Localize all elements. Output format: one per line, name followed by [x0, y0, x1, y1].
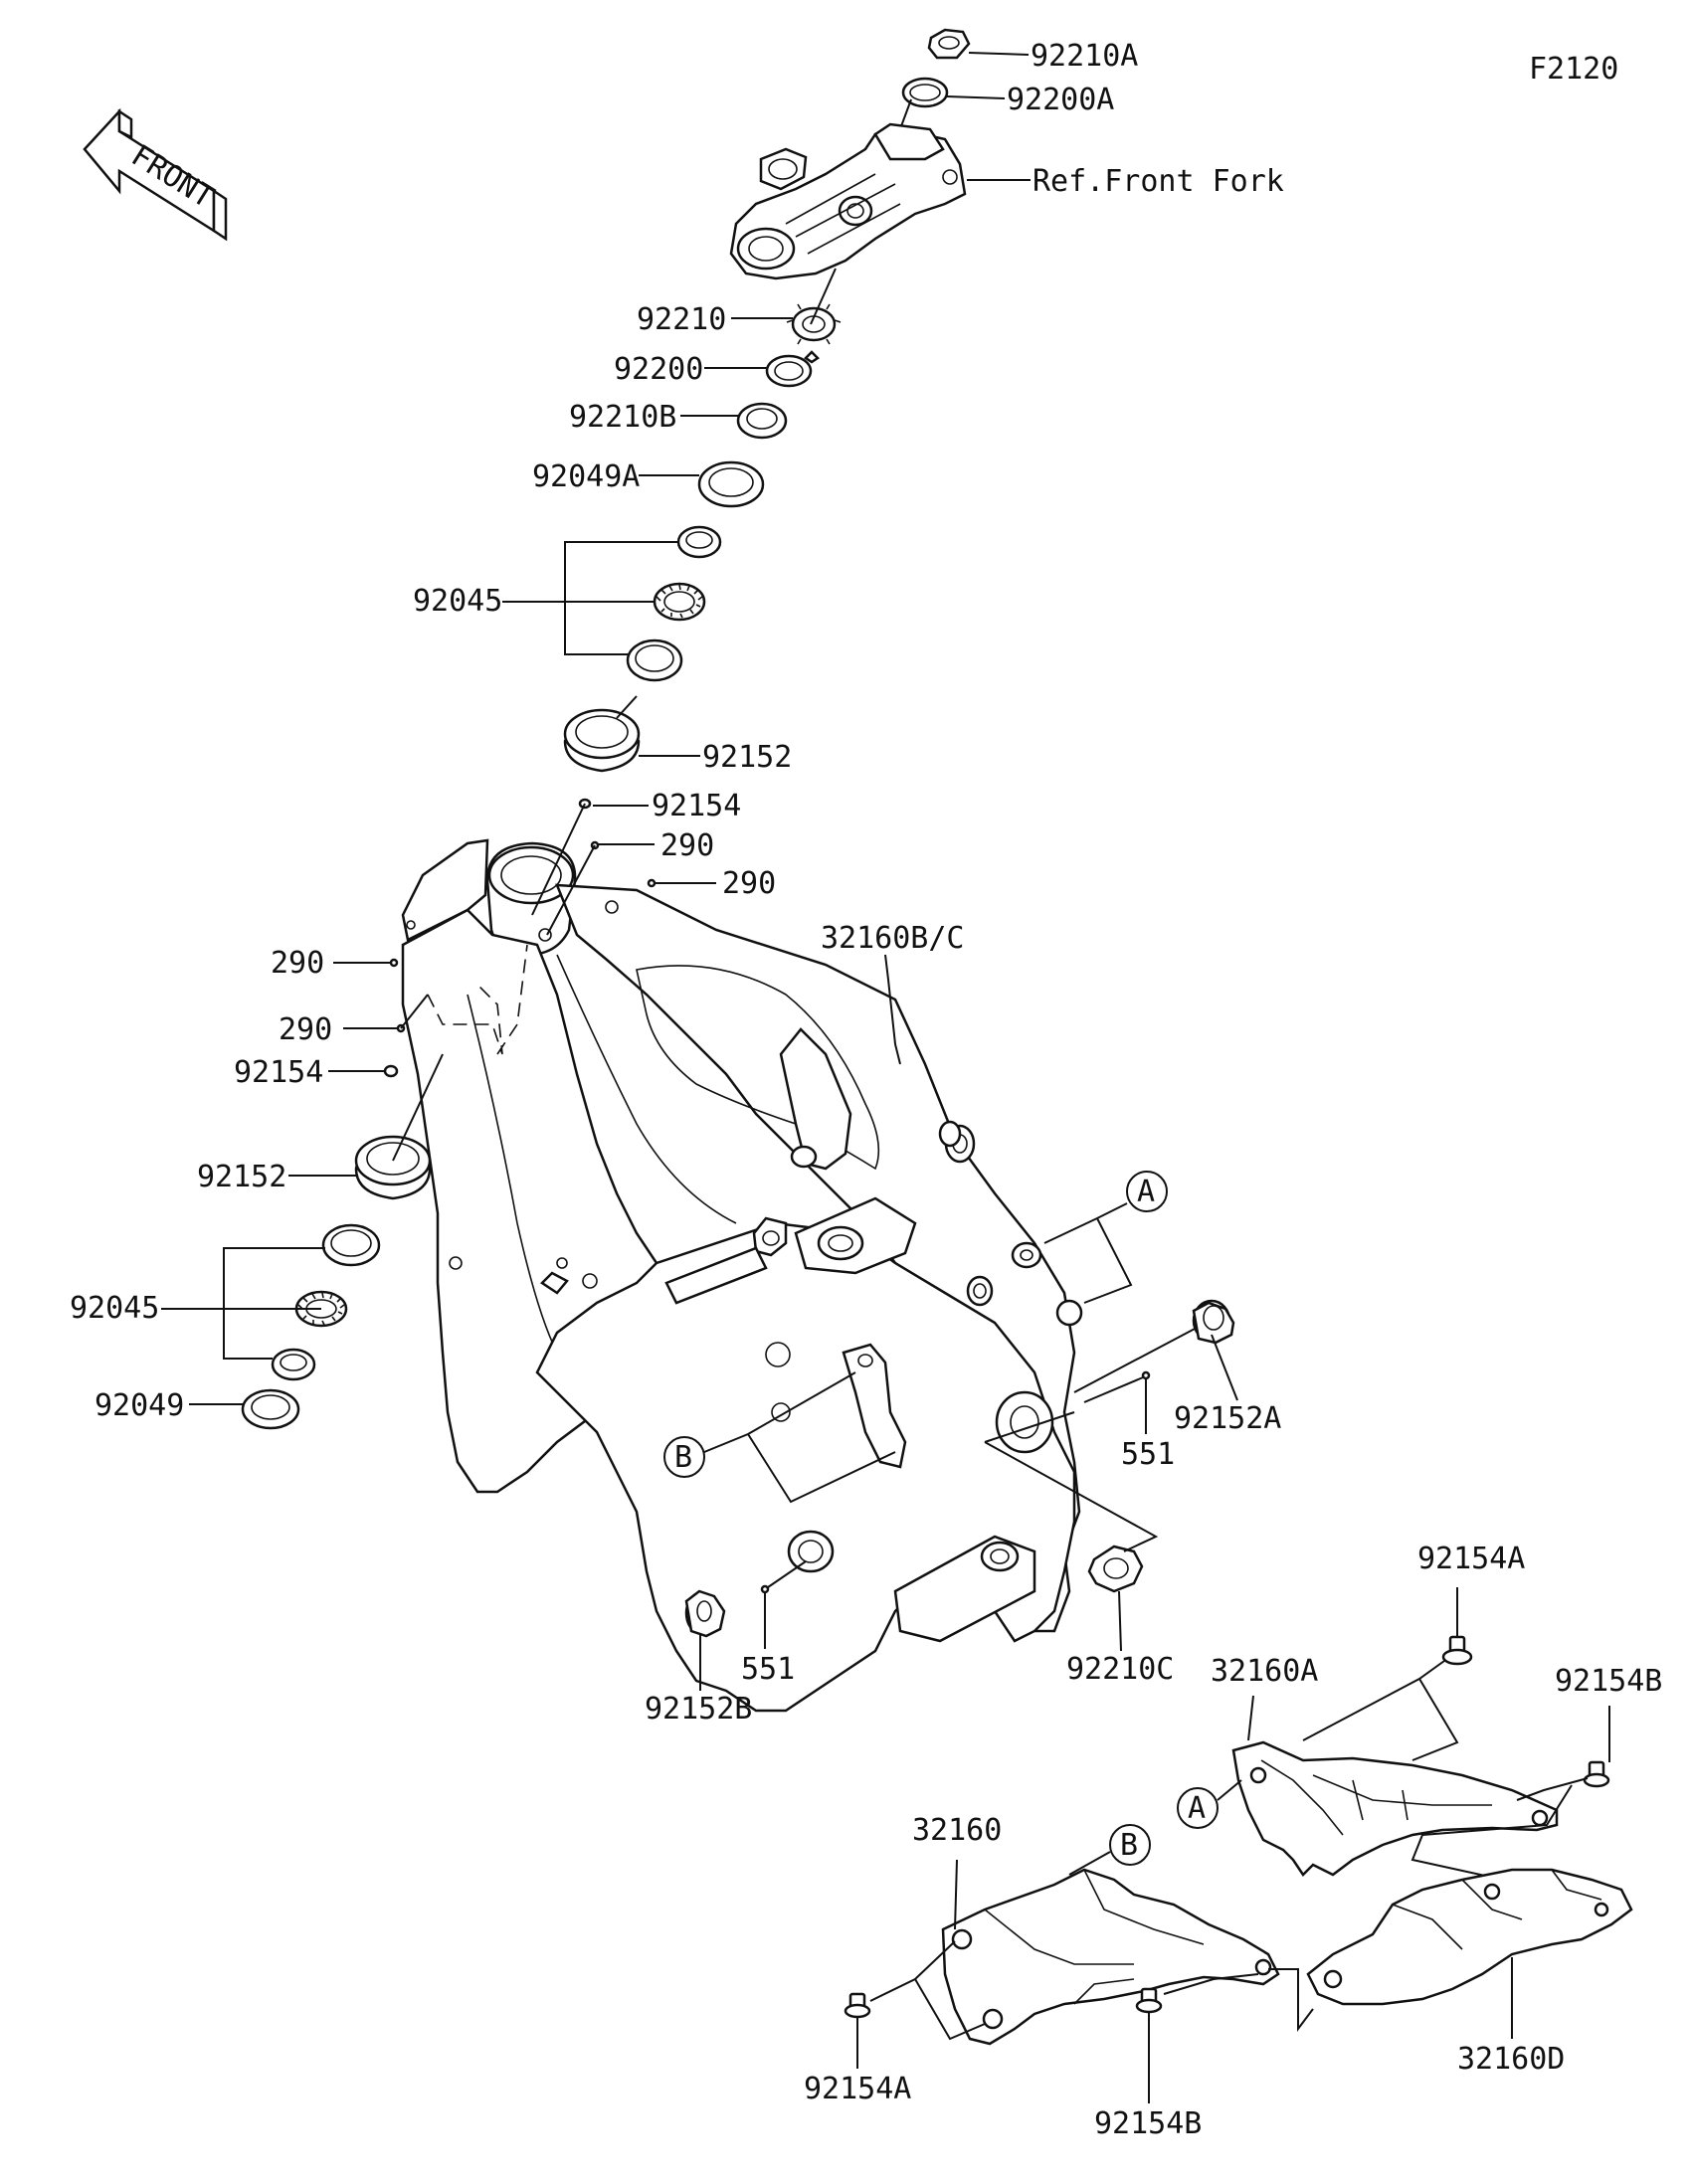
label-92154a-bottom: 92154A — [804, 2072, 911, 2106]
label-32160: 32160 — [912, 1813, 1002, 1848]
label-92210b: 92210B — [569, 400, 676, 435]
race-92152-upper-icon — [563, 708, 641, 773]
svg-text:B: B — [674, 1440, 692, 1475]
collar-92152a-icon — [1192, 1299, 1235, 1345]
bolt-92154a-top-icon — [1441, 1635, 1473, 1666]
label-92210c: 92210C — [1066, 1652, 1174, 1687]
label-92154-left: 92154 — [234, 1055, 323, 1090]
label-ref-front-fork: Ref.Front Fork — [1033, 164, 1284, 199]
callout-b-frame: B — [663, 1371, 896, 1504]
label-290-a: 290 — [660, 828, 714, 863]
label-92045-lower: 92045 — [70, 1291, 159, 1326]
cover-32160a-icon — [1231, 1740, 1559, 1877]
label-551-left: 551 — [741, 1652, 795, 1687]
label-92045-upper: 92045 — [413, 584, 502, 619]
pin-551-right-icon — [1141, 1370, 1151, 1380]
callout-b-cover: B — [1068, 1824, 1151, 1876]
label-92152-upper: 92152 — [702, 740, 792, 775]
nut-92210b-icon — [736, 402, 788, 440]
label-92200: 92200 — [614, 352, 703, 387]
label-92154b-right: 92154B — [1555, 1664, 1662, 1699]
label-92200a: 92200A — [1007, 83, 1114, 117]
front-arrow-icon: FRONT — [83, 107, 228, 242]
callout-a-frame: A — [1043, 1171, 1168, 1304]
washer-92200-icon — [765, 350, 820, 388]
plug-290-c-icon — [389, 958, 399, 968]
svg-text:A: A — [1137, 1175, 1155, 1209]
bearing-cup-lower-icon — [321, 1223, 381, 1267]
bearing-race-upper-icon — [676, 525, 722, 559]
diagram-code: F2120 — [1529, 52, 1618, 87]
frame-32160bc-icon — [401, 838, 1083, 1713]
label-92210a: 92210A — [1031, 39, 1138, 74]
label-290-d: 290 — [279, 1012, 332, 1047]
label-92049a: 92049A — [532, 459, 640, 494]
bolt-92154b-right-icon — [1583, 1760, 1610, 1788]
cover-32160-icon — [941, 1868, 1280, 2046]
nut-92210c-icon — [1087, 1545, 1144, 1593]
label-92049: 92049 — [94, 1388, 184, 1423]
plug-290-b-icon — [647, 878, 657, 888]
pin-551-left-icon — [760, 1584, 770, 1594]
bearing-92045-icon — [653, 582, 706, 622]
label-92152b: 92152B — [645, 1692, 752, 1727]
label-92154-head: 92154 — [652, 789, 741, 823]
screw-92154-left-icon — [383, 1064, 399, 1078]
label-290-b: 290 — [722, 866, 776, 901]
washer-92200a-icon — [901, 77, 949, 108]
bearing-race-lower-icon — [271, 1348, 316, 1381]
bearing-cup-upper-icon — [626, 638, 683, 682]
svg-text:B: B — [1120, 1828, 1138, 1863]
cover-32160d-icon — [1306, 1868, 1633, 2006]
upper-triple-clamp-icon — [729, 122, 967, 280]
label-92152-lower: 92152 — [197, 1160, 286, 1194]
label-290-c: 290 — [271, 946, 324, 981]
label-32160a: 32160A — [1211, 1654, 1318, 1689]
label-92210: 92210 — [637, 302, 726, 337]
race-92152-lower-icon — [354, 1135, 432, 1200]
svg-text:A: A — [1188, 1791, 1206, 1826]
label-92154a-top: 92154A — [1417, 1542, 1525, 1576]
nut-92210a-icon — [927, 28, 971, 60]
seal-92049a-icon — [697, 460, 765, 508]
label-32160bc: 32160B/C — [821, 921, 965, 956]
bolt-92154a-bottom-icon — [844, 1992, 871, 2019]
label-92154b-bottom: 92154B — [1094, 2106, 1202, 2141]
collar-92152b-icon — [684, 1589, 726, 1638]
nut-92210-icon — [786, 303, 842, 345]
label-32160d: 32160D — [1457, 2042, 1565, 2077]
label-551-right: 551 — [1121, 1437, 1175, 1472]
label-92152a: 92152A — [1174, 1401, 1281, 1436]
seal-92049-icon — [241, 1388, 300, 1430]
callout-a-cover: A — [1177, 1779, 1242, 1829]
